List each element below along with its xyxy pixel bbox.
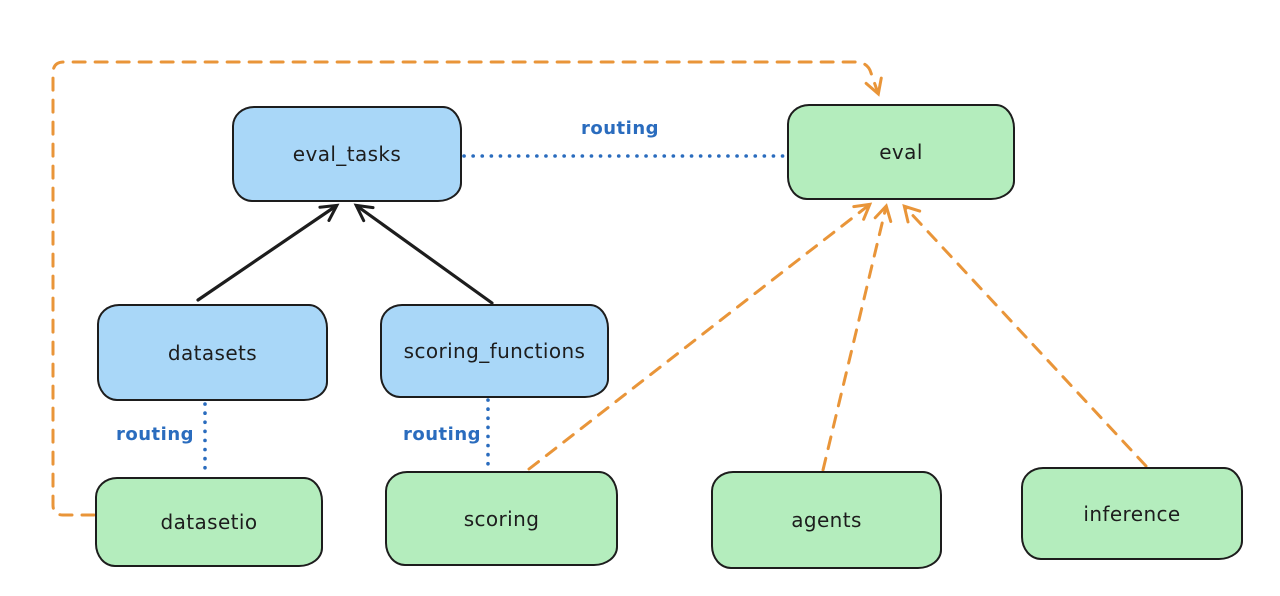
edge-label-routing-eval-tasks-eval: routing	[580, 118, 660, 139]
edge-inference-to-eval	[902, 204, 1148, 468]
edge-datasets-to-eval-tasks	[196, 203, 340, 302]
edge-datasetio-to-eval-loop	[51, 60, 883, 517]
node-datasetio: datasetio	[95, 477, 323, 567]
edge-scoring-functions-to-eval-tasks	[353, 203, 494, 305]
node-eval-tasks: eval_tasks	[232, 106, 462, 202]
node-inference-label: inference	[1083, 501, 1181, 526]
node-inference: inference	[1021, 467, 1243, 560]
node-eval-tasks-label: eval_tasks	[292, 142, 402, 166]
node-agents-label: agents	[791, 508, 862, 532]
node-scoring-functions-label: scoring_functions	[403, 339, 586, 363]
node-eval-label: eval	[879, 140, 923, 164]
node-scoring: scoring	[385, 471, 618, 566]
edge-label-routing-datasets-datasetio: routing	[116, 424, 195, 445]
node-scoring-label: scoring	[463, 506, 540, 531]
node-agents: agents	[711, 471, 942, 569]
node-datasets-label: datasets	[167, 340, 258, 365]
edge-label-routing-scoring-functions-scoring: routing	[403, 424, 482, 445]
node-eval: eval	[787, 104, 1015, 200]
edge-agents-to-eval	[821, 203, 893, 472]
node-scoring-functions: scoring_functions	[380, 304, 609, 398]
node-datasetio-label: datasetio	[160, 510, 258, 534]
node-datasets: datasets	[97, 304, 328, 401]
